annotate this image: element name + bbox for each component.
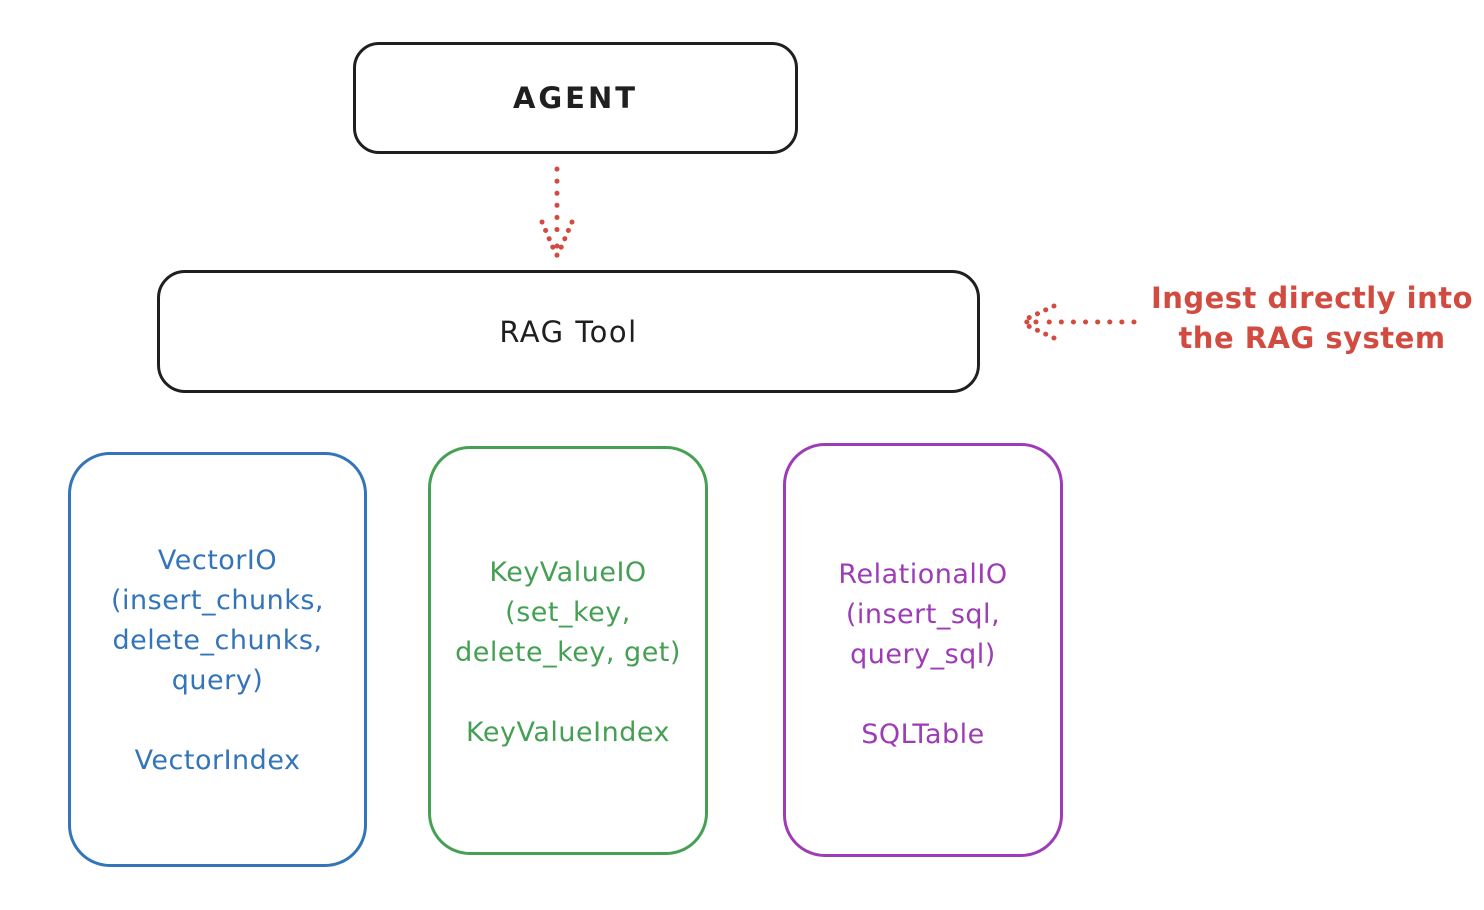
keyvalue-io-node: KeyValueIO (set_key, delete_key, get) Ke…: [428, 446, 708, 855]
vector-io-line-4: query): [171, 665, 264, 696]
vector-io-labels: VectorIO (insert_chunks, delete_chunks, …: [71, 541, 364, 781]
ingest-annotation: Ingest directly into the RAG system: [1140, 278, 1484, 358]
vector-io-line-1: VectorIO: [157, 545, 278, 576]
agent-node: AGENT: [353, 42, 798, 154]
ingest-annotation-line-2: the RAG system: [1178, 321, 1446, 355]
ingest-arrow: [1019, 303, 1137, 341]
rag-tool-node-label: RAG Tool: [499, 314, 638, 349]
keyvalue-io-line-1: KeyValueIO: [489, 557, 647, 588]
sql-table-label: SQLTable: [861, 719, 985, 750]
keyvalue-io-line-3: delete_key, get): [455, 637, 681, 668]
relational-io-node: RelationalIO (insert_sql, query_sql) SQL…: [783, 443, 1063, 857]
keyvalue-io-labels: KeyValueIO (set_key, delete_key, get) Ke…: [431, 553, 705, 753]
rag-tool-node: RAG Tool: [157, 270, 980, 393]
relational-io-line-2: (insert_sql,: [845, 599, 1001, 630]
keyvalue-io-line-2: (set_key,: [505, 597, 631, 628]
ingest-annotation-line-1: Ingest directly into: [1150, 281, 1474, 315]
relational-io-line-1: RelationalIO: [838, 559, 1008, 590]
relational-io-line-3: query_sql): [850, 639, 996, 670]
vector-io-node: VectorIO (insert_chunks, delete_chunks, …: [68, 452, 367, 867]
keyvalue-index-label: KeyValueIndex: [466, 717, 670, 748]
agent-node-label: AGENT: [512, 81, 639, 115]
agent-to-rag-arrow: [539, 166, 575, 261]
vector-io-line-3: delete_chunks,: [112, 625, 323, 656]
relational-io-labels: RelationalIO (insert_sql, query_sql) SQL…: [786, 555, 1060, 755]
vector-index-label: VectorIndex: [134, 745, 301, 776]
vector-io-line-2: (insert_chunks,: [111, 585, 324, 616]
